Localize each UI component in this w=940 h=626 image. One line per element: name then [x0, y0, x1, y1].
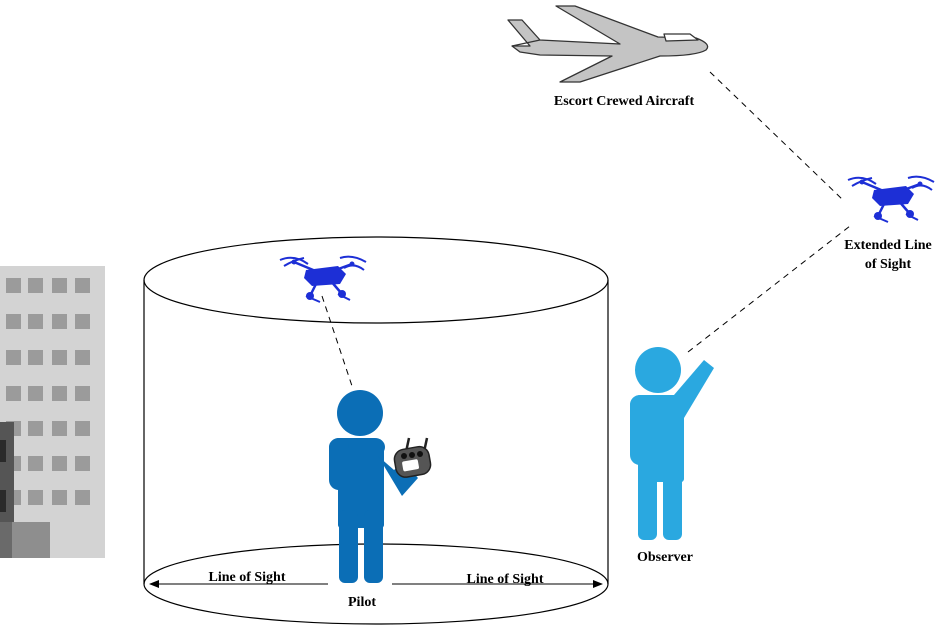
- extended-line-of-sight-label-2: of Sight: [865, 257, 912, 272]
- pilot-label: Pilot: [348, 595, 376, 610]
- pilot-to-drone-dashed-line: [321, 295, 353, 387]
- extended-line-of-sight-label-1: Extended Line: [844, 238, 932, 253]
- observer-figure: [630, 347, 714, 540]
- line-of-sight-left-label: Line of Sight: [208, 570, 285, 585]
- office-building-icon: [0, 266, 105, 558]
- pilot-figure: [329, 390, 418, 583]
- quadcopter-icon-top: [278, 255, 368, 304]
- airplane-icon: [507, 5, 709, 83]
- observer-label: Observer: [637, 550, 693, 565]
- aircraft-to-drone-dashed-line: [709, 71, 844, 201]
- observer-to-drone-dashed-line: [687, 225, 851, 353]
- remote-controller-icon: [393, 437, 432, 478]
- quadcopter-icon-right: [846, 175, 936, 224]
- escort-aircraft-label: Escort Crewed Aircraft: [554, 94, 695, 109]
- line-of-sight-right-label: Line of Sight: [466, 572, 543, 587]
